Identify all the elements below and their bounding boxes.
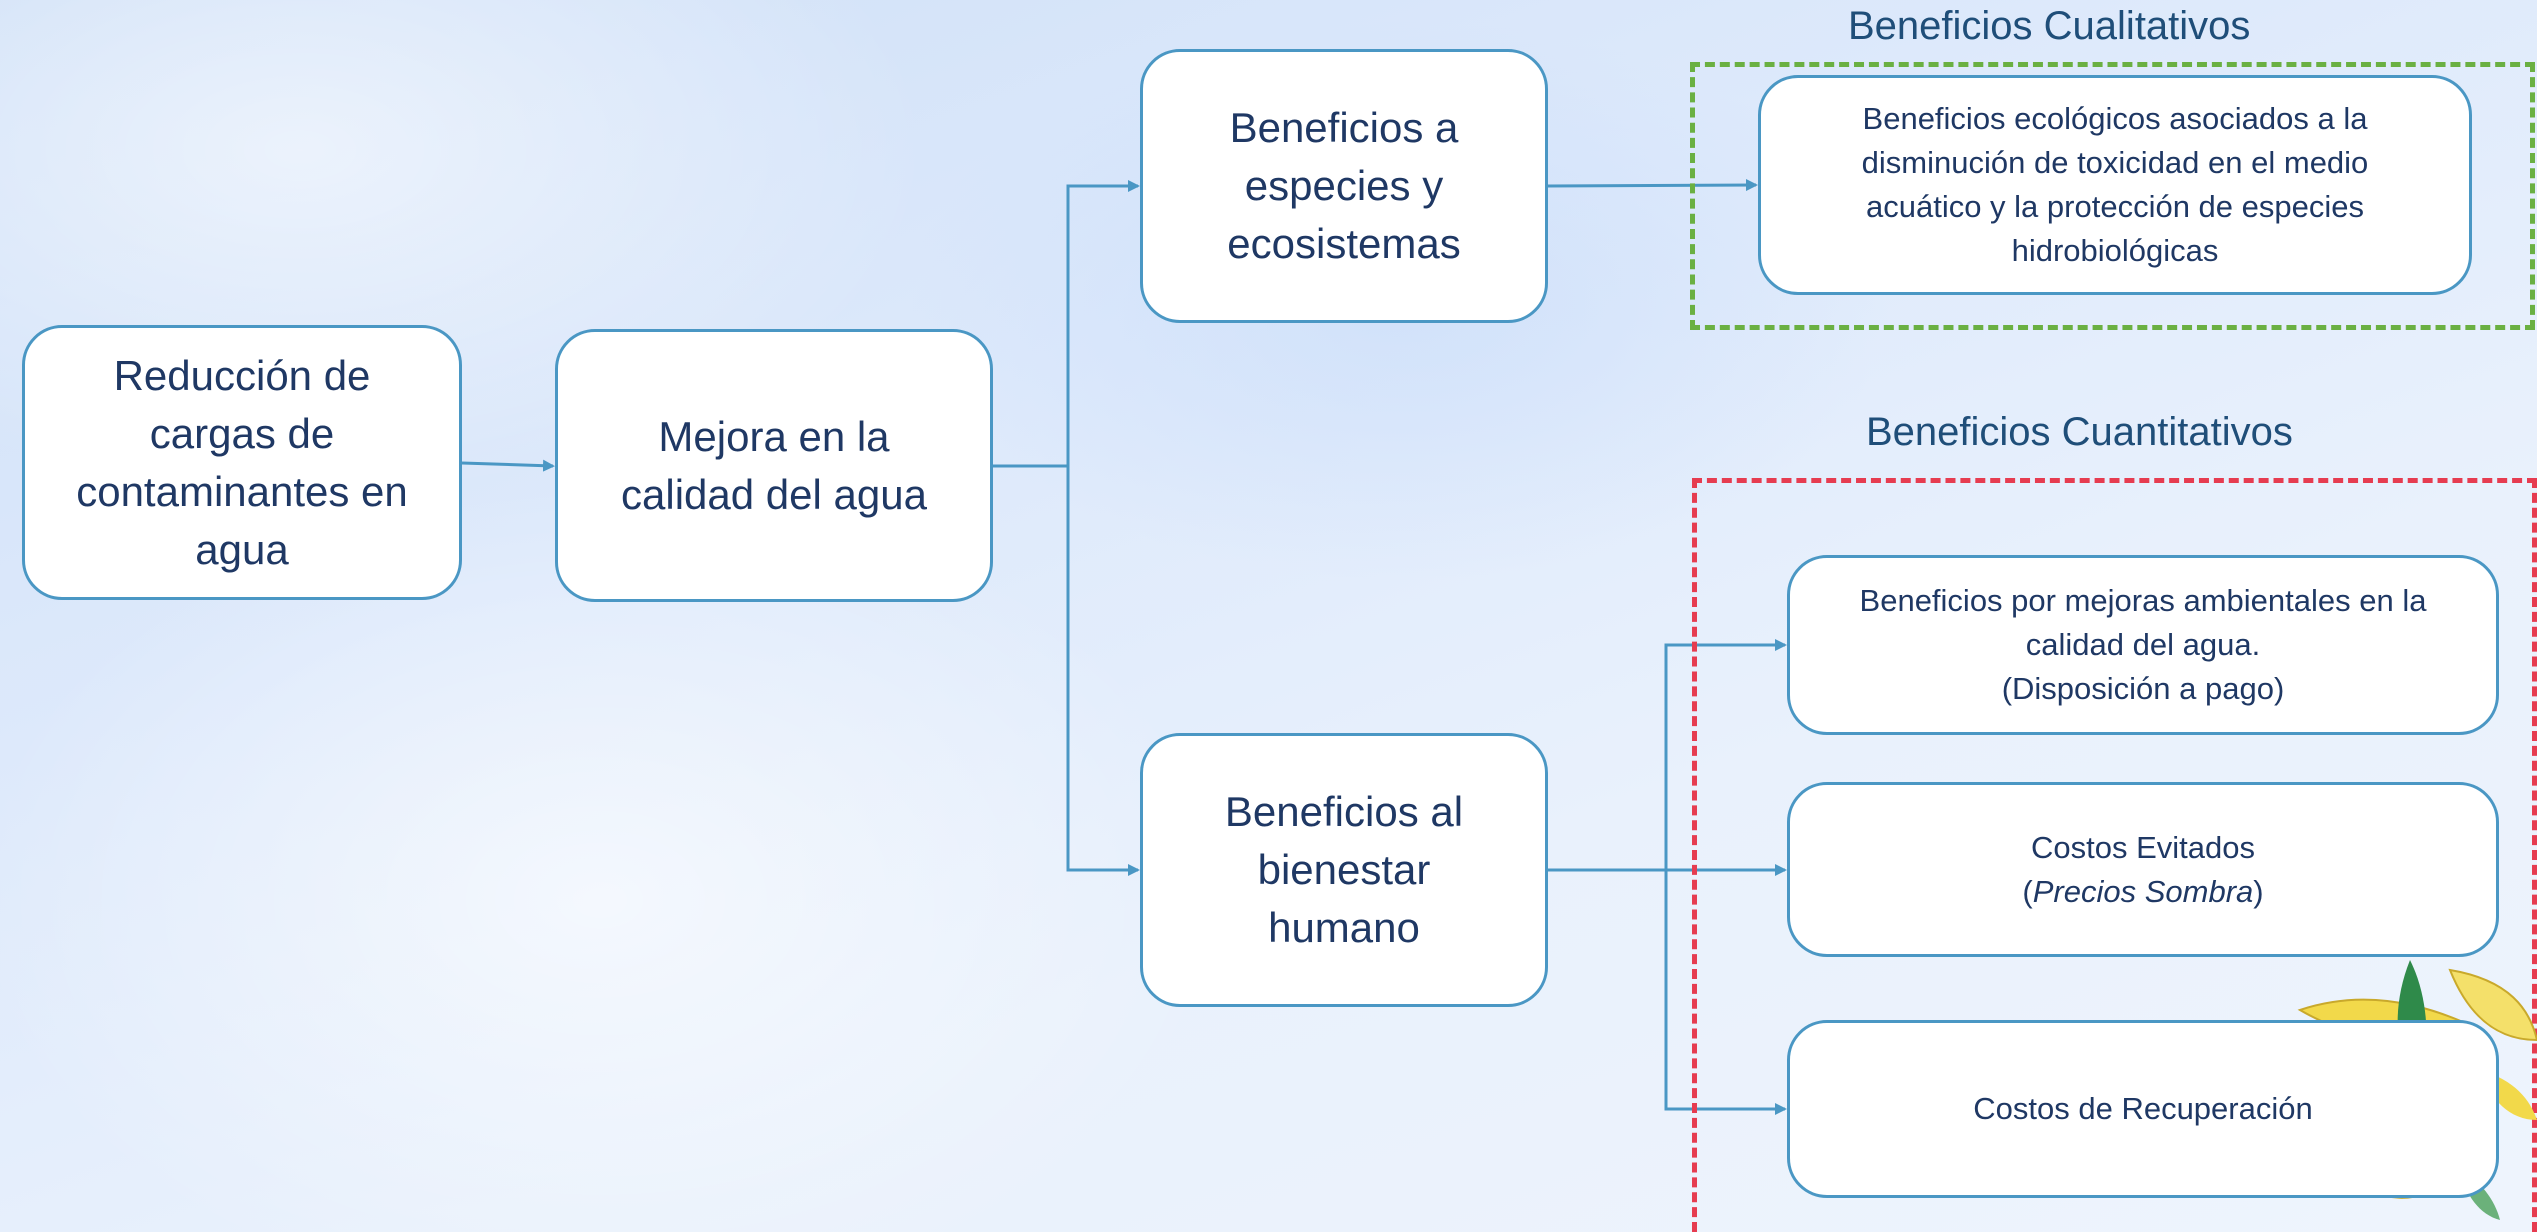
node-line: calidad del agua. [2025, 627, 2261, 662]
node-line: Reducción de [113, 351, 371, 399]
node-line: (Disposición a pago) [2001, 671, 2285, 706]
arrow-mejora-to-especies [1066, 180, 1140, 466]
node-line: (Precios Sombra) [2022, 870, 2263, 914]
node-mejoras-ambientales: Beneficios por mejoras ambientales en la… [1787, 555, 2499, 735]
node-line: Beneficios por mejoras ambientales en la [1859, 583, 2427, 618]
node-line: humano [1268, 904, 1420, 951]
arrow-especies-to-ecologicos [1547, 179, 1758, 192]
node-line: ecosistemas [1227, 220, 1461, 267]
node-line: cargas de [149, 409, 335, 457]
arrow-mejora-to-bienestar [1066, 466, 1140, 876]
quantitative-label: Beneficios Cuantitativos [1866, 410, 2293, 454]
node-line: Beneficios ecológicos asociados a la [1862, 101, 2368, 136]
node-line: calidad del agua [621, 470, 927, 518]
qualitative-label: Beneficios Cualitativos [1848, 4, 2251, 48]
node-beneficios-bienestar: Beneficios al bienestar humano [1140, 733, 1548, 1007]
node-line: Beneficios al [1224, 788, 1464, 835]
node-line: bienestar [1257, 846, 1431, 893]
node-line: Costos de Recuperación [1973, 1091, 2313, 1126]
node-line: Mejora en la [658, 412, 890, 460]
node-costos-recuperacion: Costos de Recuperación [1787, 1020, 2499, 1198]
node-line: hidrobiológicas [2011, 233, 2219, 268]
node-line: Costos Evitados [2031, 829, 2255, 865]
paren-close: ) [2253, 873, 2264, 909]
node-beneficios-ecologicos: Beneficios ecológicos asociados a la dis… [1758, 75, 2472, 295]
qualitative-frame [1690, 62, 2535, 330]
italic-term: Precios Sombra [2032, 873, 2254, 909]
node-line: especies y [1244, 162, 1444, 209]
node-mejora-calidad: Mejora en la calidad del agua [555, 329, 993, 602]
node-beneficios-especies: Beneficios a especies y ecosistemas [1140, 49, 1548, 323]
node-line: contaminantes en [76, 467, 408, 515]
node-line: agua [195, 525, 289, 573]
node-line: acuático y la protección de especies [1865, 189, 2364, 224]
node-costos-evitados: Costos Evitados (Precios Sombra) [1787, 782, 2499, 957]
arrow-bienestar-to-mejoras [1664, 639, 1787, 870]
paren-open: ( [2022, 873, 2033, 909]
arrow-bienestar-to-recuperacion [1664, 870, 1787, 1115]
node-line: Beneficios a [1229, 104, 1459, 151]
quantitative-frame [1692, 478, 2537, 1232]
node-line: disminución de toxicidad en el medio [1861, 145, 2369, 180]
node-reduccion-cargas: Reducción de cargas de contaminantes en … [22, 325, 462, 600]
arrow-reduccion-to-mejora [461, 459, 555, 472]
